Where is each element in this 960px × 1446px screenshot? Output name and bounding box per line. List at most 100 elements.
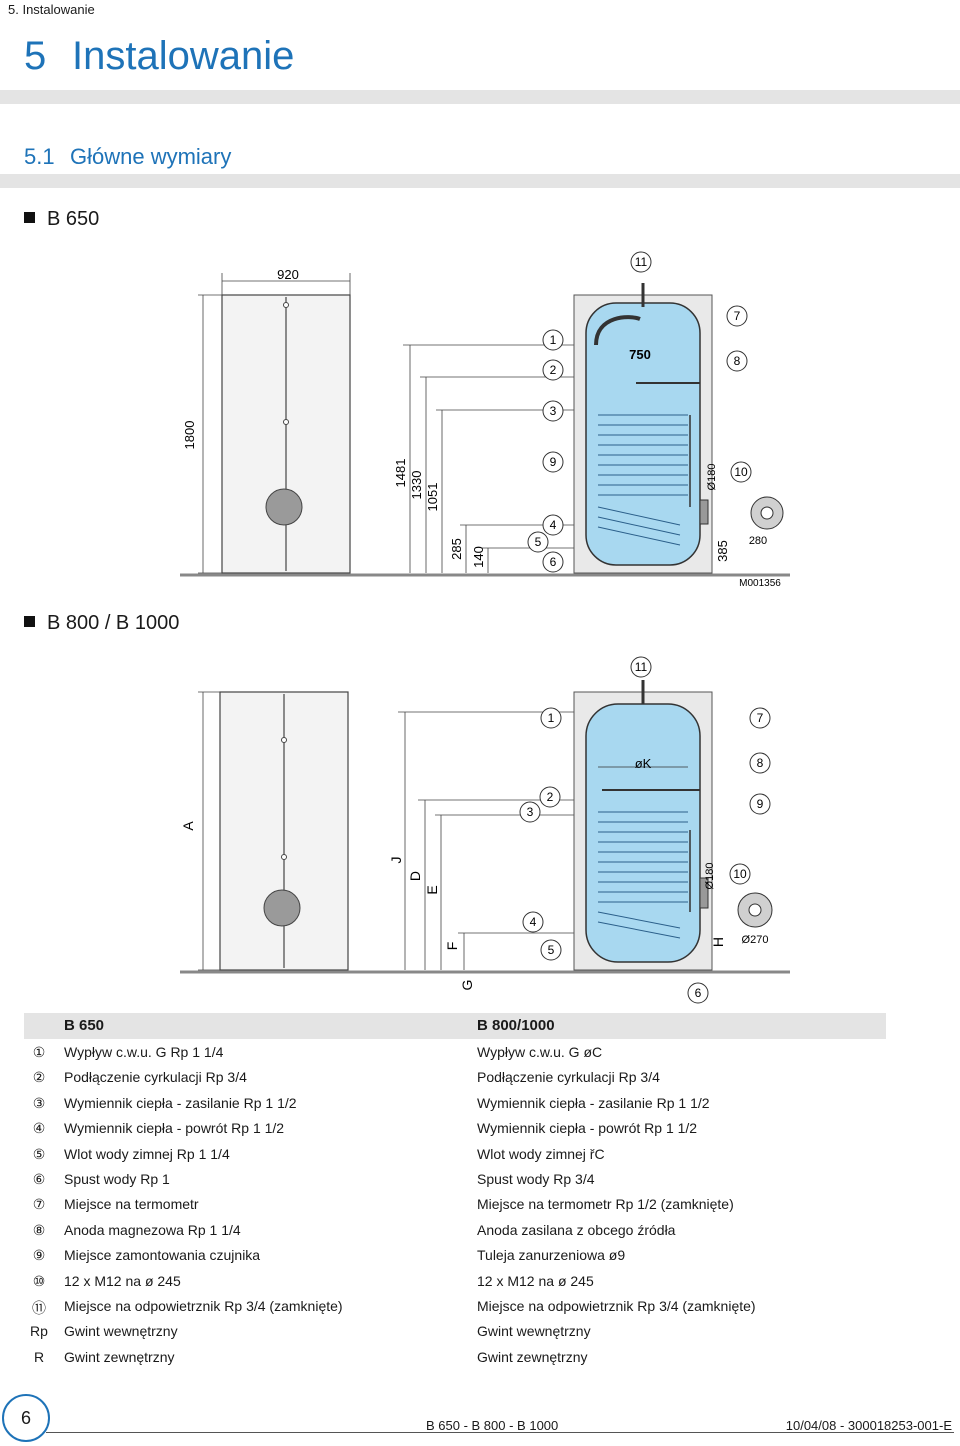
legend-b650-text: Wlot wody zimnej Rp 1 1/4 — [64, 1145, 230, 1162]
dim-h3: 1051 — [425, 483, 440, 512]
dim-H: H — [710, 937, 726, 947]
legend-key: ⑧ — [32, 1221, 46, 1238]
front-view — [221, 294, 351, 574]
dim-D: D — [407, 871, 423, 881]
svg-text:10: 10 — [734, 465, 748, 479]
dim-height-total: 1800 — [182, 421, 197, 450]
front-view — [219, 691, 349, 971]
svg-text:3: 3 — [550, 404, 557, 418]
figure-ref: M001356 — [739, 578, 781, 589]
legend-b800-text: Spust wody Rp 3/4 — [477, 1170, 595, 1187]
legend-b800-text: Gwint zewnętrzny — [477, 1348, 588, 1365]
svg-text:6: 6 — [550, 555, 557, 569]
legend-b650-text: Gwint zewnętrzny — [64, 1348, 175, 1365]
callout-7: 7 — [749, 707, 771, 729]
dim-flange-bolt-circle: 280 — [749, 535, 767, 547]
legend-key: ④ — [32, 1120, 46, 1137]
legend-row: ④ Wymiennik ciepła - powrót Rp 1 1/2 Wymie… — [24, 1115, 886, 1140]
dim-E: E — [424, 885, 440, 894]
dim-h5: 140 — [471, 546, 486, 568]
legend-key: ⑨ — [32, 1247, 46, 1264]
legend-b650-text: Wypływ c.w.u. G Rp 1 1/4 — [64, 1044, 224, 1060]
svg-text:5: 5 — [535, 535, 542, 549]
dim-F: F — [444, 942, 460, 951]
callout-10: 10 — [730, 461, 752, 483]
callout-7: 7 — [726, 305, 748, 327]
callout-3: 3 — [542, 400, 564, 422]
callout-9: 9 — [542, 451, 564, 473]
tank-section — [573, 283, 713, 574]
dim-flange-height: 385 — [715, 540, 730, 562]
callout-11: 11 — [630, 251, 652, 273]
legend-b650-text: Wymiennik ciepła - powrót Rp 1 1/2 — [64, 1120, 285, 1137]
legend-b800-text: Wymiennik ciepła - powrót Rp 1 1/2 — [477, 1120, 698, 1137]
dim-h1: 1481 — [393, 459, 408, 488]
legend-key: ⑥ — [32, 1170, 46, 1187]
callout-11: 11 — [630, 656, 652, 678]
svg-text:3: 3 — [527, 805, 534, 819]
svg-text:6: 6 — [695, 986, 702, 1000]
legend-key: ③ — [32, 1094, 46, 1111]
svg-text:10: 10 — [733, 867, 747, 881]
callout-2: 2 — [542, 359, 564, 381]
svg-text:4: 4 — [550, 518, 557, 532]
legend-col-b800-title: B 800/1000 — [477, 1017, 555, 1034]
svg-text:2: 2 — [550, 363, 557, 377]
callout-1: 1 — [542, 329, 564, 351]
figure-b800-dimensions: A J D E F G øK Ø180 H Ø270 11 1 7 8 2 3 … — [180, 656, 790, 1004]
legend-key: Rp — [30, 1323, 48, 1340]
dim-flange-dia: Ø180 — [706, 464, 718, 491]
legend-b650-text: Miejsce na termometr — [64, 1196, 199, 1213]
dim-G: G — [459, 980, 475, 991]
heat-exchanger-coil — [597, 414, 688, 546]
callout-2: 2 — [539, 786, 561, 808]
legend-b650-text: Anoda magnezowa Rp 1 1/4 — [64, 1221, 241, 1238]
front-view-handle-mid — [281, 854, 287, 860]
svg-text:9: 9 — [757, 797, 764, 811]
callout-1: 1 — [540, 707, 562, 729]
legend-key: ⑤ — [32, 1145, 46, 1162]
svg-text:4: 4 — [530, 915, 537, 929]
flange-plate — [699, 877, 709, 909]
svg-text:8: 8 — [734, 354, 741, 368]
dim-tank-diameter: 750 — [629, 347, 651, 362]
legend-row: ⑥ Spust wody Rp 1 Spust wody Rp 3/4 — [24, 1166, 886, 1191]
legend-b650-text: Spust wody Rp 1 — [64, 1170, 170, 1187]
svg-text:7: 7 — [734, 309, 741, 323]
legend-b800-text: Gwint wewnętrzny — [477, 1323, 591, 1340]
figure-b650-dimensions: 920 1800 1481 1330 1051 285 140 750 Ø180… — [180, 251, 790, 589]
front-view-panel-disc — [263, 889, 301, 927]
footer-rule — [46, 1432, 954, 1433]
svg-text:2: 2 — [547, 790, 554, 804]
legend-key: ② — [32, 1069, 46, 1086]
legend-key: ⑦ — [32, 1196, 46, 1213]
section-rule — [0, 174, 960, 188]
legend-col-b650-title: B 650 — [64, 1017, 105, 1034]
dim-flange-bolt-circle: Ø270 — [742, 934, 769, 946]
legend-b650-text: 12 x M12 na ø 245 — [64, 1272, 181, 1289]
page-number-badge: 6 — [2, 1394, 50, 1442]
bullet-square-icon — [24, 212, 35, 223]
chapter-title-text: Instalowanie — [72, 34, 295, 78]
callout-8: 8 — [726, 350, 748, 372]
chapter-rule — [0, 90, 960, 104]
svg-text:11: 11 — [635, 660, 648, 674]
front-view-handle-mid — [283, 419, 289, 425]
legend-b650-text: Miejsce na odpowietrznik Rp 3/4 (zamknię… — [64, 1297, 343, 1314]
footer-models: B 650 - B 800 - B 1000 — [426, 1418, 559, 1433]
svg-text:1: 1 — [550, 333, 557, 347]
dim-h2: 1330 — [409, 471, 424, 500]
legend-b800-text: Wymiennik ciepła - zasilanie Rp 1 1/2 — [477, 1094, 710, 1111]
flange-front — [750, 496, 784, 530]
svg-text:1: 1 — [548, 711, 555, 725]
legend-key: R — [33, 1348, 45, 1365]
callouts-figure2: 11 1 7 8 2 3 9 10 4 5 6 — [519, 656, 771, 1004]
flange-plate — [699, 499, 709, 525]
legend-b800-text: 12 x M12 na ø 245 — [477, 1272, 594, 1289]
